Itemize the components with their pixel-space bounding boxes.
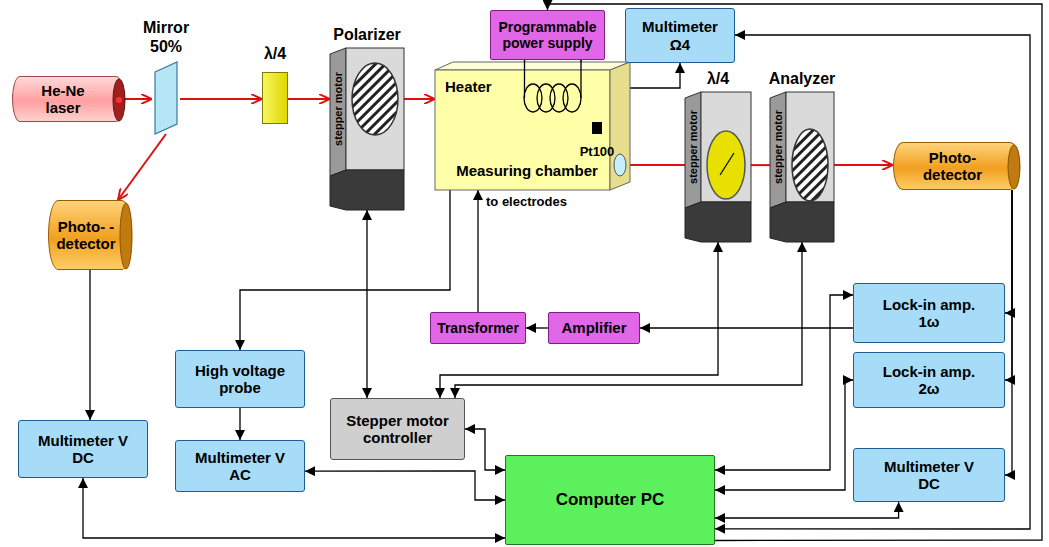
signal-wire <box>239 408 240 440</box>
box-label: Multimeter Ω4 <box>630 18 730 53</box>
motor-side-label: stepper motor <box>687 110 700 184</box>
instrument-box: Multimeter V AC <box>175 440 305 492</box>
signal-wire <box>366 210 367 398</box>
box-label: Multimeter V AC <box>190 449 290 484</box>
component-heading: Polarizer <box>333 26 401 44</box>
detector-label: Photo-detector <box>917 149 989 184</box>
detector-label: Photo- -detector <box>48 218 124 253</box>
box-label: Stepper motor controller <box>335 412 460 447</box>
motor-side-label: stepper motor <box>332 72 345 146</box>
signal-wire <box>715 502 899 518</box>
instrument-box: Multimeter Ω4 <box>625 8 735 63</box>
pt-node: Pt100 <box>575 120 619 160</box>
signal-wire <box>1005 190 1012 475</box>
instrument-box: Multimeter V DC <box>18 420 148 478</box>
laser-label: He-Ne laser <box>33 82 93 117</box>
signal-wire <box>240 190 450 350</box>
laser-node: He-Ne laser <box>12 76 124 122</box>
instrument-box: Computer PC <box>505 455 715 545</box>
instrument-box: Amplifier <box>548 312 640 344</box>
half-mirror <box>152 62 180 134</box>
laser-beam <box>180 98 262 100</box>
motor-node: Analyzerstepper motor <box>770 92 834 242</box>
instrument-box: Lock-in amp. 2ω <box>853 352 1005 408</box>
signal-wire <box>89 270 90 420</box>
box-label: Multimeter V DC <box>879 458 979 493</box>
box-label: High voltage probe <box>185 362 295 397</box>
heater-label: Heater <box>445 78 492 95</box>
signal-wire <box>1005 190 1012 380</box>
signal-wire <box>477 190 478 312</box>
signal-wire <box>526 327 548 328</box>
box-label: Multimeter V DC <box>33 432 133 467</box>
instrument-box: Programmable power supply <box>490 10 605 60</box>
instrument-box: Transformer <box>430 312 526 344</box>
component-heading: Mirror 50% <box>138 19 194 56</box>
motor-node: λ/4stepper motor <box>685 92 751 242</box>
box-label: Lock-in amp. 2ω <box>875 363 983 398</box>
mirror-node: Mirror 50% <box>152 62 180 134</box>
box-label: Programmable power supply <box>493 19 603 51</box>
laser-beam <box>834 164 893 166</box>
laser-beam <box>118 134 166 200</box>
chamber-node: HeaterMeasuring chamber Pt100 <box>435 62 630 190</box>
pd-node: Photo- -detector <box>48 200 132 270</box>
laser-beam <box>751 164 770 166</box>
instrument-box: High voltage probe <box>175 350 305 408</box>
signal-wire <box>640 327 853 328</box>
component-heading: λ/4 <box>707 70 729 88</box>
box-label: Computer PC <box>556 490 665 510</box>
motor-node: Polarizerstepper motor <box>330 48 404 210</box>
laser-beam <box>288 98 330 100</box>
component-heading: Analyzer <box>769 70 836 88</box>
box-label: Amplifier <box>561 319 626 336</box>
box-label: Transformer <box>437 320 519 336</box>
signal-wire <box>715 380 853 490</box>
signal-wire <box>305 471 505 500</box>
edge-label: to electrodes <box>484 194 569 209</box>
signal-wire <box>465 429 505 470</box>
laser-beam <box>630 164 685 166</box>
box-label: Lock-in amp. 1ω <box>875 296 983 331</box>
signal-wire <box>1005 190 1012 313</box>
signal-wire <box>715 35 1030 529</box>
sensor-label: Pt100 <box>580 145 615 160</box>
chamber-label: Measuring chamber <box>449 162 605 179</box>
pd-node: Photo-detector <box>893 142 1020 190</box>
signal-wire <box>715 295 853 470</box>
motor-side-label: stepper motor <box>772 110 785 184</box>
plate-node: λ/4 <box>262 72 288 124</box>
laser-beam <box>404 98 435 100</box>
component-heading: λ/4 <box>264 45 286 63</box>
instrument-box: Lock-in amp. 1ω <box>853 283 1005 343</box>
laser-beam <box>124 98 152 100</box>
instrument-box: Stepper motor controller <box>330 398 465 460</box>
instrument-box: Multimeter V DC <box>853 448 1005 502</box>
